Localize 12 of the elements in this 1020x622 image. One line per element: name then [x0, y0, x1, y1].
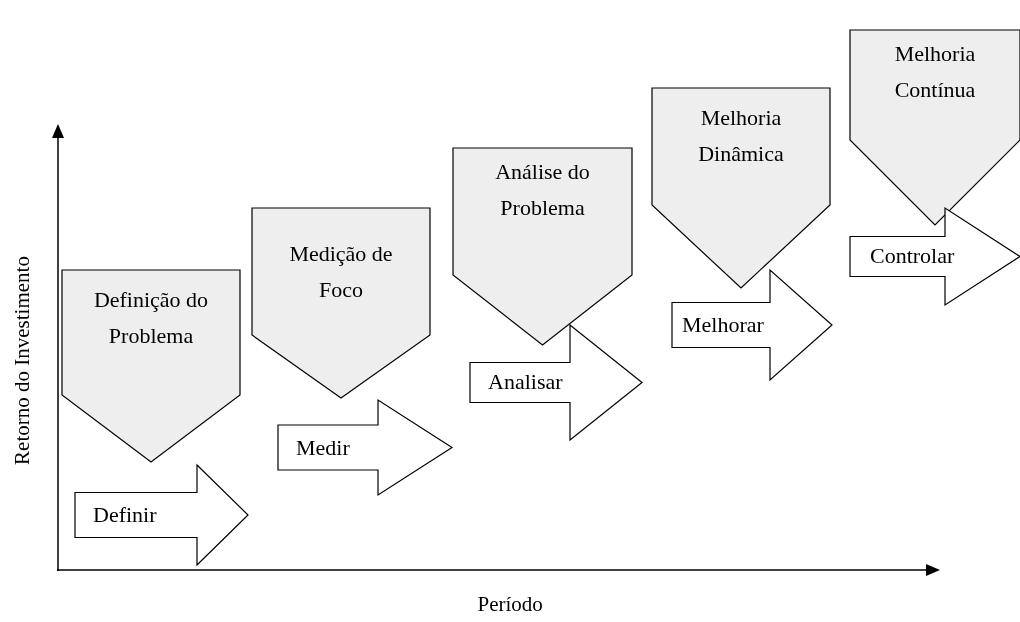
step-label: Definir [93, 501, 157, 529]
axis-title: Retorno do Investimento [9, 255, 35, 465]
step-label: Melhorar [682, 311, 764, 339]
step-label: Controlar [870, 242, 955, 270]
step-label: Analisar [488, 368, 563, 396]
step-label: Medição de Foco [288, 240, 394, 304]
step-label: Análise do Problema [494, 158, 591, 222]
axis-title: Período [477, 591, 543, 617]
step-label: Melhoria Dinâmica [697, 104, 785, 168]
step-label: Definição do Problema [92, 286, 210, 350]
step-label: Medir [296, 434, 350, 462]
step-label: Melhoria Contínua [893, 40, 977, 104]
